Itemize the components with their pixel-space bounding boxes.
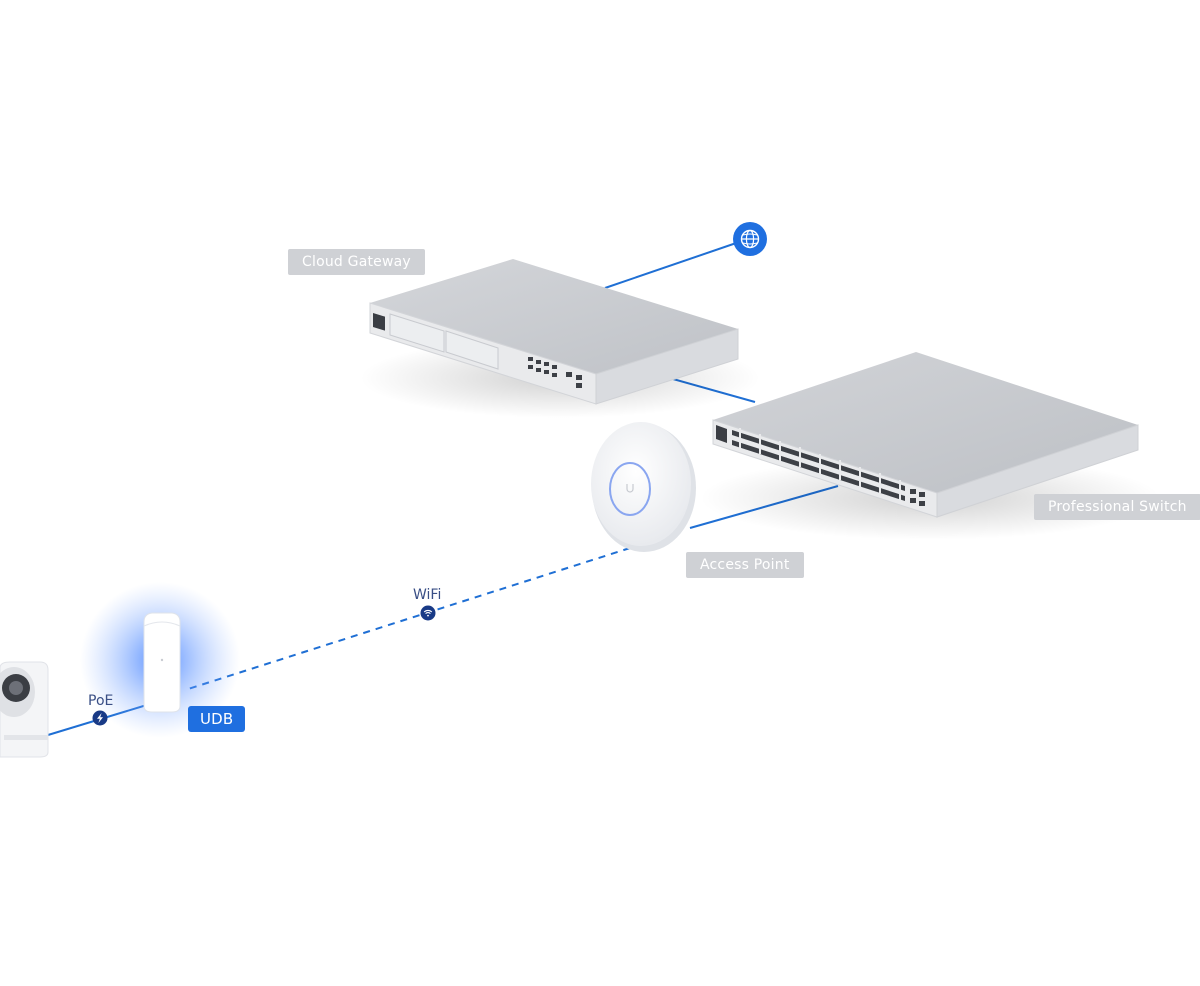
wifi-icon — [420, 605, 436, 621]
camera-device — [0, 661, 49, 758]
cloud-gateway-device — [360, 259, 760, 418]
udb-device — [80, 582, 240, 738]
wifi-link — [184, 547, 631, 691]
poe-connection-label: PoE — [88, 693, 114, 709]
switch-port-rows — [732, 430, 905, 501]
globe-icon — [733, 222, 767, 256]
wifi-connection-label: WiFi — [413, 587, 442, 603]
cloud-gateway-label: Cloud Gateway — [288, 249, 425, 275]
access-point-device — [591, 422, 696, 552]
access-point-label: Access Point — [686, 552, 804, 578]
udb-label: UDB — [188, 706, 246, 732]
professional-switch-label: Professional Switch — [1034, 494, 1200, 520]
internet-link — [604, 239, 746, 289]
